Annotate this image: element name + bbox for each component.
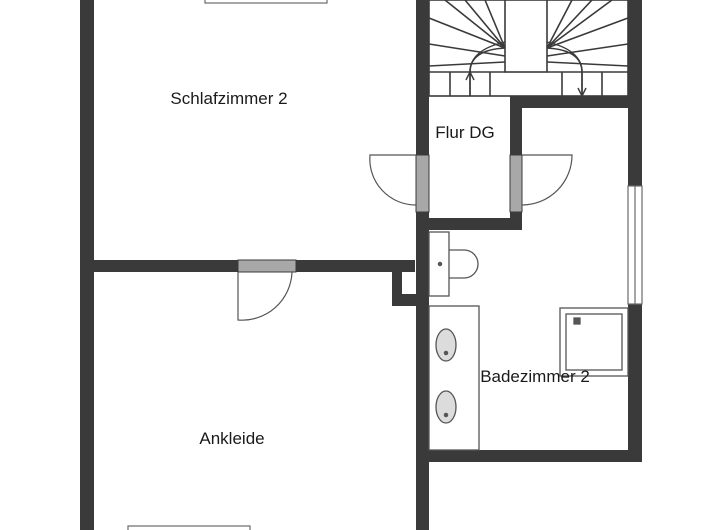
door-bathroom: [509, 154, 573, 213]
room-label-ankleide: Ankleide: [199, 429, 264, 448]
stair-arrows: [465, 41, 587, 98]
wall-bath-top: [510, 96, 642, 108]
staircase: [428, 0, 629, 97]
wall-bath-bottom: [416, 450, 642, 462]
wall-center-upper: [416, 0, 429, 155]
wall-bath-right-lower: [628, 304, 642, 462]
room-label-flur: Flur DG: [435, 123, 495, 142]
wall-bath-right-upper: [628, 96, 642, 186]
vanity: [428, 305, 480, 451]
wall-stair-right: [628, 0, 642, 100]
room-label-schlafzimmer: Schlafzimmer 2: [170, 89, 287, 108]
wall-niche-left: [392, 260, 402, 300]
window-dressing-bottom: [127, 525, 251, 530]
window-bedroom-top: [204, 0, 328, 4]
door-dressing: [237, 259, 297, 321]
door-bedroom: [369, 154, 430, 213]
wall-center-lower: [416, 230, 429, 530]
room-label-badezimmer: Badezimmer 2: [480, 367, 590, 386]
bathroom-fixtures: [428, 231, 629, 451]
windows: [127, 0, 643, 530]
sink-top: [435, 328, 457, 362]
wall-niche-bottom: [392, 294, 429, 306]
walls: [80, 0, 642, 530]
shower-tray: [559, 307, 629, 377]
toilet-bowl: [449, 249, 479, 279]
wall-corridor-bottom: [416, 218, 522, 230]
wall-corridor-right-upper: [510, 96, 522, 156]
sink-bottom: [435, 390, 457, 424]
